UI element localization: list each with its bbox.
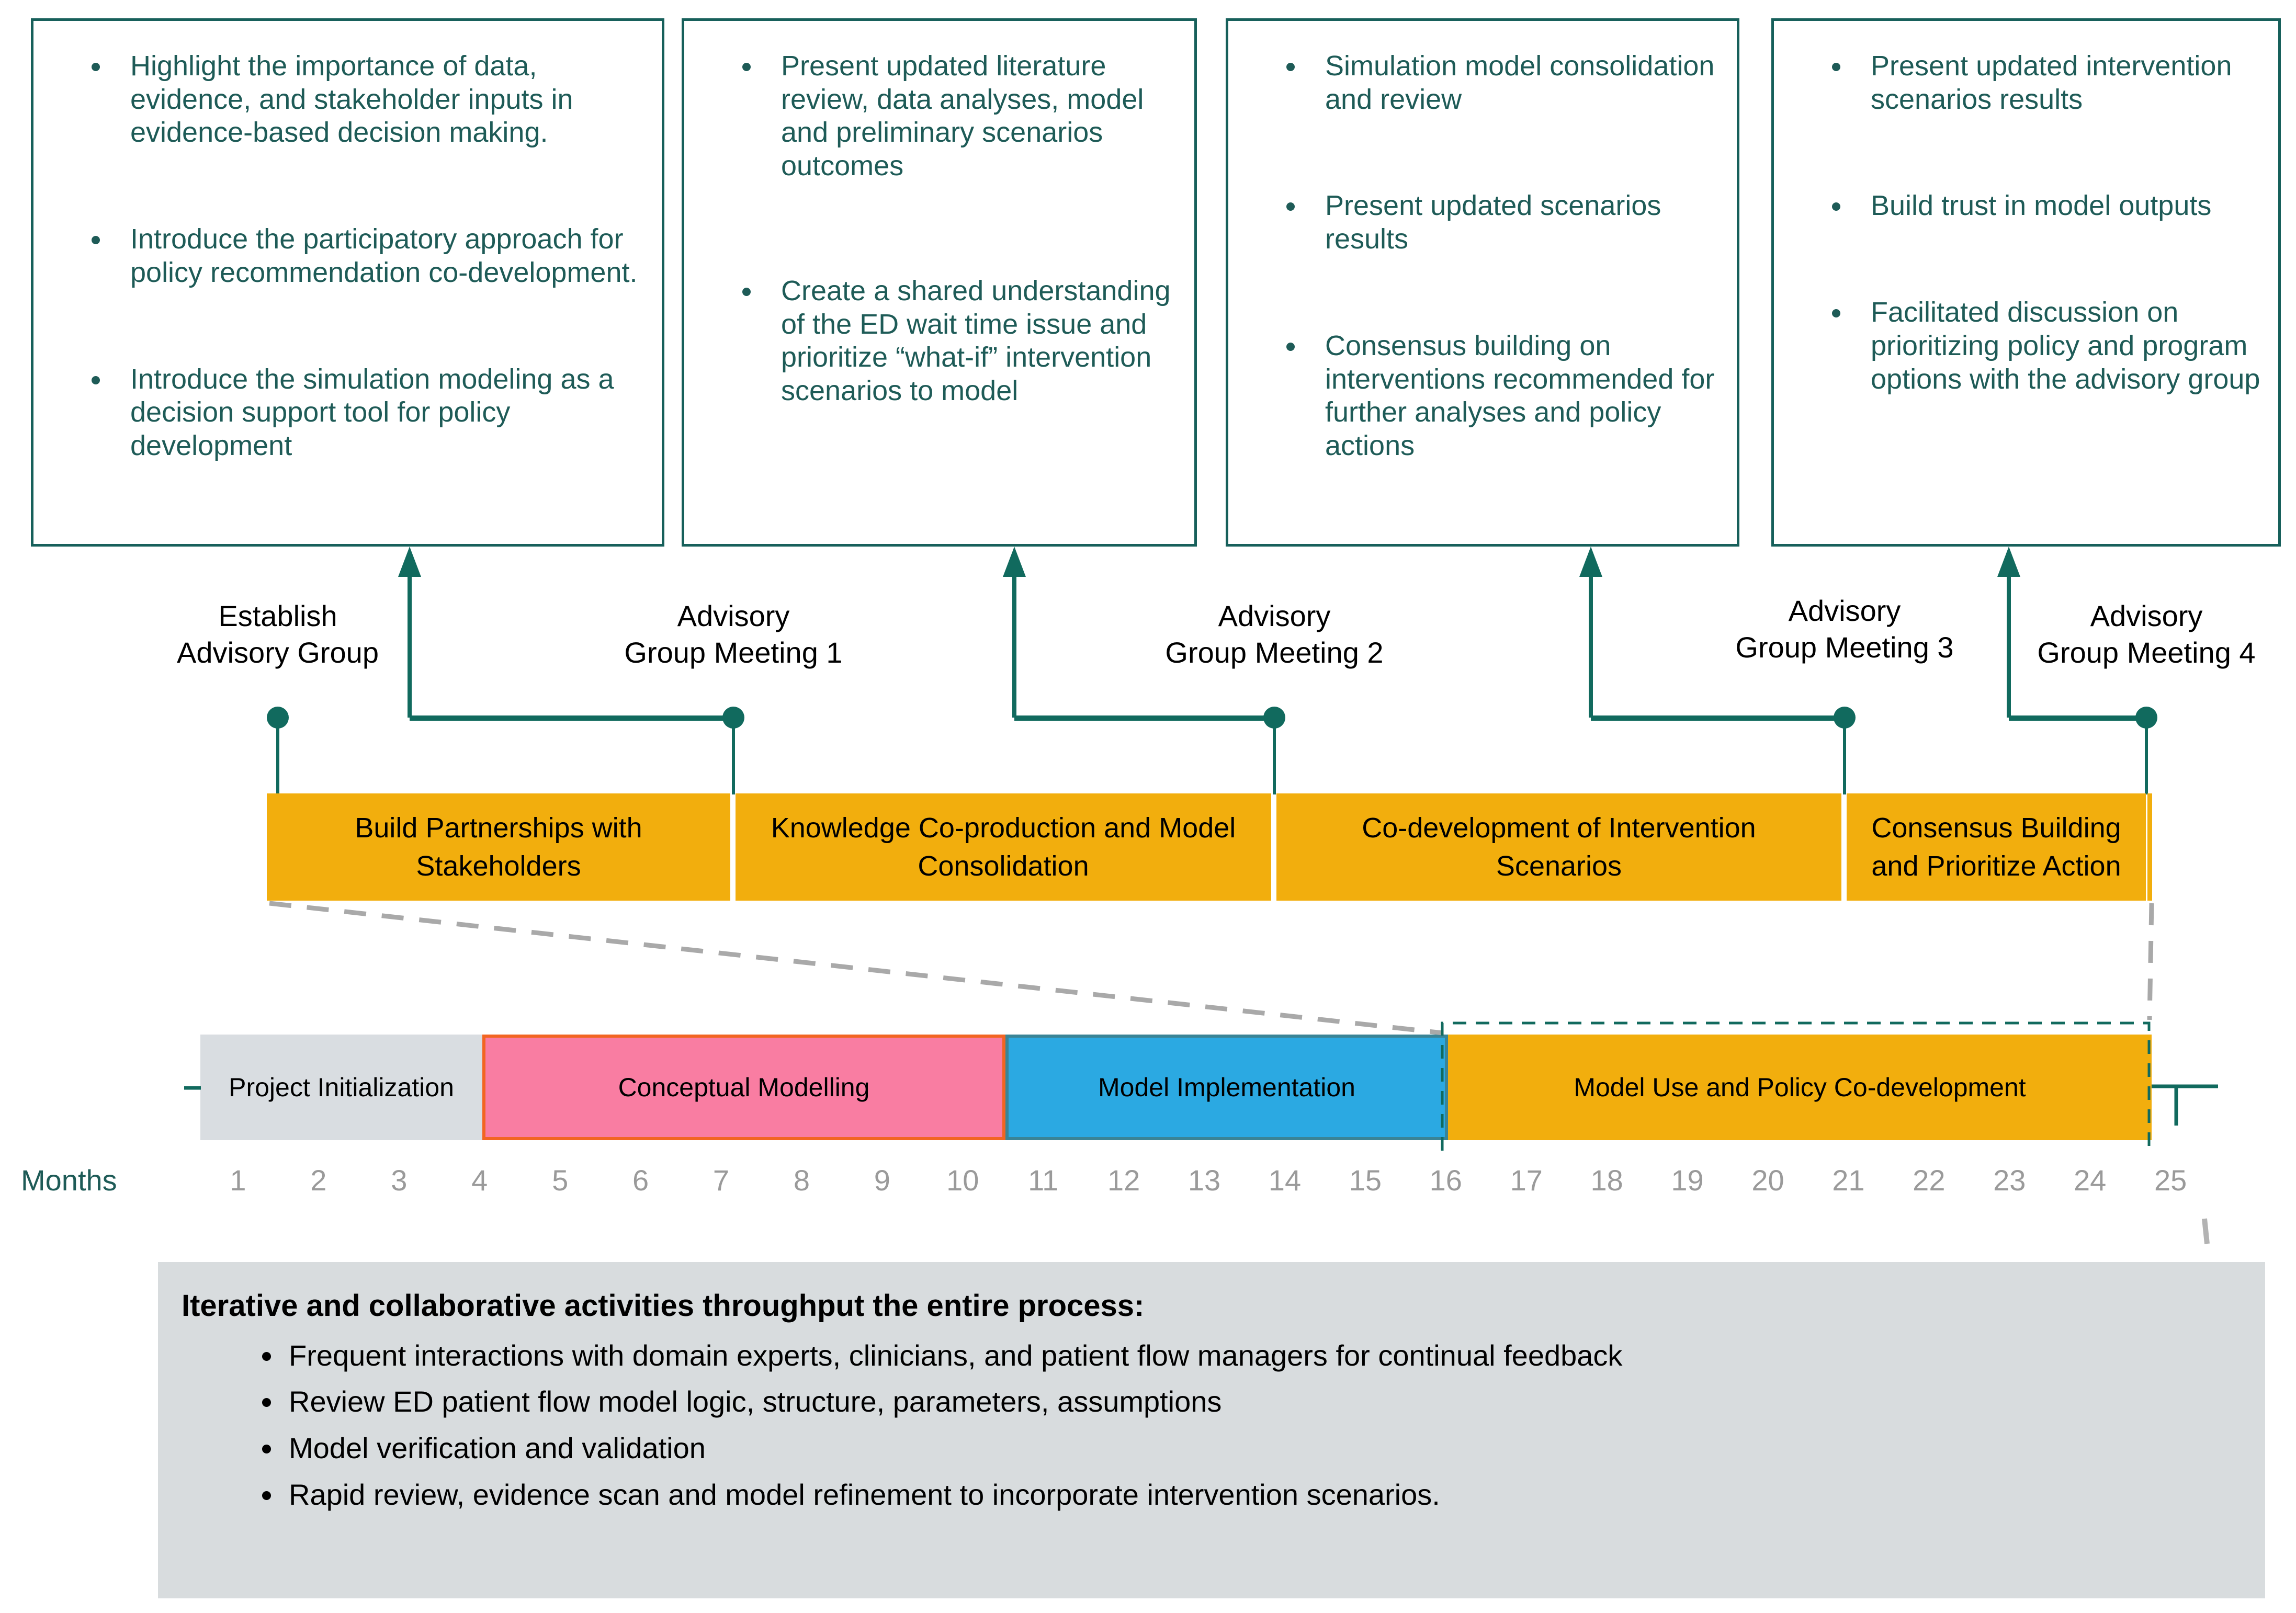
- bullet-item: Highlight the importance of data, eviden…: [112, 50, 646, 150]
- month-tick: 21: [1832, 1164, 1865, 1197]
- month-tick: 11: [1028, 1164, 1059, 1197]
- gantt-bar-project-initialization: Project Initialization: [200, 1035, 482, 1140]
- up-arrow-icon: [1579, 547, 1602, 577]
- month-tick: 8: [793, 1164, 810, 1197]
- phase-segment-codevelopment-scenarios: Co-development of Intervention Scenarios: [1276, 793, 1841, 901]
- connector-vertical-line: [2007, 574, 2011, 718]
- milestone-label-line: Advisory: [1218, 599, 1331, 632]
- connector-vertical-line: [408, 574, 412, 718]
- month-tick: 4: [471, 1164, 488, 1197]
- bullet-item: Present updated scenarios results: [1307, 189, 1721, 256]
- month-tick: 16: [1429, 1164, 1462, 1197]
- gantt-bar-model-implementation: Model Implementation: [1005, 1035, 1448, 1140]
- footer-panel: Iterative and collaborative activities t…: [158, 1262, 2265, 1598]
- bullet-item: Present updated intervention scenarios r…: [1852, 50, 2263, 116]
- gantt-bar-conceptual-modelling: Conceptual Modelling: [482, 1035, 1005, 1140]
- milestone-label-line: Group Meeting 3: [1735, 631, 1954, 664]
- month-tick: 15: [1349, 1164, 1382, 1197]
- gantt-bar-model-use-policy-codevelopment: Model Use and Policy Co-development: [1448, 1035, 2152, 1140]
- up-arrow-icon: [398, 547, 421, 577]
- milestone-label-meeting-1: Advisory Group Meeting 1: [571, 598, 896, 671]
- milestone-label-line: Advisory Group: [177, 636, 379, 669]
- phase-bar-end-sliver: [2147, 793, 2152, 901]
- month-tick: 18: [1590, 1164, 1623, 1197]
- meeting-notes-box-4: Present updated intervention scenarios r…: [1771, 18, 2281, 547]
- bullet-item: Introduce the simulation modeling as a d…: [112, 363, 646, 463]
- meeting-notes-list: Present updated intervention scenarios r…: [1774, 50, 2278, 396]
- bullet-item: Build trust in model outputs: [1852, 189, 2263, 223]
- month-tick: 6: [632, 1164, 649, 1197]
- month-tick: 12: [1107, 1164, 1140, 1197]
- bullet-item: Introduce the participatory approach for…: [112, 223, 646, 289]
- bullet-item: Consensus building on interventions reco…: [1307, 330, 1721, 463]
- bullet-item: Facilitated discussion on prioritizing p…: [1852, 296, 2263, 396]
- meeting-notes-box-3: Simulation model consolidation and revie…: [1226, 18, 1739, 547]
- connector-vertical-line: [1012, 574, 1016, 718]
- dashed-zoom-guide-right: [2147, 903, 2154, 1020]
- milestone-label-line: Advisory: [1788, 594, 1901, 627]
- milestone-label-line: Group Meeting 4: [2037, 636, 2256, 669]
- month-tick: 23: [1993, 1164, 2026, 1197]
- phase-segment-knowledge-coproduction: Knowledge Co-production and Model Consol…: [736, 793, 1271, 901]
- footer-bullet: Model verification and validation: [284, 1429, 2234, 1468]
- phase-segment-build-partnerships: Build Partnerships with Stakeholders: [267, 793, 730, 901]
- month-tick: 5: [552, 1164, 569, 1197]
- month-tick: 25: [2154, 1164, 2187, 1197]
- footer-bullet: Frequent interactions with domain expert…: [284, 1337, 2234, 1375]
- up-arrow-icon: [1997, 547, 2020, 577]
- milestone-drop-line: [1273, 723, 1276, 794]
- milestone-label-line: Establish: [218, 599, 337, 632]
- footer-bullet: Rapid review, evidence scan and model re…: [284, 1476, 2234, 1514]
- month-tick: 10: [946, 1164, 979, 1197]
- dashed-zoom-guide-left: [269, 901, 1443, 1036]
- milestone-label-meeting-3: Advisory Group Meeting 3: [1682, 593, 2007, 666]
- milestone-label-line: Advisory: [2090, 599, 2203, 632]
- meeting-notes-list: Simulation model consolidation and revie…: [1228, 50, 1737, 463]
- connector-horizontal-line: [2009, 715, 2146, 721]
- bullet-item: Present updated literature review, data …: [763, 50, 1179, 183]
- phase-segment-consensus-building: Consensus Building and Prioritize Action: [1847, 793, 2146, 901]
- connector-horizontal-line: [410, 715, 733, 721]
- month-tick: 17: [1510, 1164, 1543, 1197]
- milestone-label-line: Group Meeting 1: [624, 636, 843, 669]
- meeting-notes-list: Highlight the importance of data, eviden…: [33, 50, 662, 463]
- footer-title: Iterative and collaborative activities t…: [182, 1289, 1145, 1323]
- meeting-notes-box-1: Highlight the importance of data, eviden…: [31, 18, 664, 547]
- milestone-label-line: Group Meeting 2: [1165, 636, 1384, 669]
- milestone-label-establish-advisory-group: Establish Advisory Group: [116, 598, 440, 671]
- milestone-label-meeting-4: Advisory Group Meeting 4: [2000, 598, 2293, 671]
- bullet-item: Create a shared understanding of the ED …: [763, 275, 1179, 408]
- meeting-notes-box-2: Present updated literature review, data …: [682, 18, 1197, 547]
- connector-vertical-line: [1589, 574, 1593, 718]
- months-axis: 1 2 3 4 5 6 7 8 9 10 11 12 13 14 15 16 1…: [198, 1163, 2211, 1197]
- milestone-drop-line: [732, 723, 735, 794]
- month-tick: 24: [2074, 1164, 2107, 1197]
- bullet-item: Simulation model consolidation and revie…: [1307, 50, 1721, 116]
- milestone-drop-line: [2145, 723, 2148, 794]
- month-tick: 22: [1913, 1164, 1946, 1197]
- months-axis-label: Months: [21, 1164, 117, 1197]
- month-tick: 20: [1751, 1164, 1784, 1197]
- month-tick: 13: [1187, 1164, 1221, 1197]
- month-tick: 14: [1268, 1164, 1302, 1197]
- month-tick: 1: [230, 1164, 246, 1197]
- connector-horizontal-line: [1014, 715, 1274, 721]
- milestone-label-line: Advisory: [677, 599, 790, 632]
- month-tick: 3: [391, 1164, 408, 1197]
- connector-horizontal-line: [1591, 715, 1845, 721]
- milestone-drop-line: [1843, 723, 1846, 794]
- month-tick: 9: [874, 1164, 890, 1197]
- month-tick: 19: [1671, 1164, 1704, 1197]
- up-arrow-icon: [1003, 547, 1026, 577]
- month-tick: 7: [712, 1164, 730, 1197]
- milestone-drop-line: [276, 723, 279, 794]
- month-tick: 2: [310, 1164, 327, 1197]
- meeting-notes-list: Present updated literature review, data …: [684, 50, 1194, 408]
- footer-bullet: Review ED patient flow model logic, stru…: [284, 1383, 2234, 1421]
- milestone-label-meeting-2: Advisory Group Meeting 2: [1112, 598, 1437, 671]
- stray-gray-tick: [2202, 1218, 2210, 1244]
- footer-bullet-list: Frequent interactions with domain expert…: [182, 1337, 2234, 1514]
